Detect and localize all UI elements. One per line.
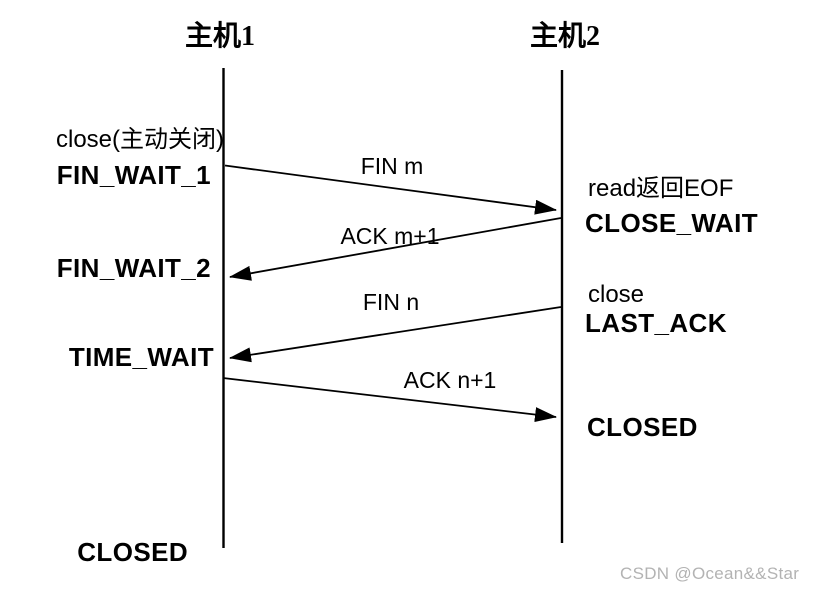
host2-state-close-wait: CLOSE_WAIT bbox=[585, 208, 759, 238]
host2-read-eof-action: read返回EOF bbox=[588, 175, 734, 202]
host1-close-action: close(主动关闭) bbox=[55, 126, 224, 153]
host1-title: 主机1 bbox=[184, 21, 256, 52]
message-label-ack-m-plus-1: ACK m+1 bbox=[340, 222, 440, 249]
host1-state-fin-wait-1: FIN_WAIT_1 bbox=[56, 160, 211, 190]
fin-n-arrow bbox=[229, 306, 562, 363]
host2-title: 主机2 bbox=[529, 21, 601, 52]
message-label-fin-n: FIN n bbox=[362, 288, 420, 315]
csdn-watermark: CSDN @Ocean&&Star bbox=[620, 564, 800, 583]
ack-n-plus-1-arrow bbox=[222, 377, 557, 423]
host1-state-fin-wait-2: FIN_WAIT_2 bbox=[56, 253, 211, 283]
ack-m-plus-1-arrow bbox=[229, 217, 562, 281]
message-label-ack-n-plus-1: ACK n+1 bbox=[403, 366, 497, 393]
host2-close-action: close bbox=[588, 281, 645, 308]
host2-state-last-ack: LAST_ACK bbox=[585, 308, 727, 338]
host1-state-time-wait: TIME_WAIT bbox=[68, 342, 214, 372]
host1-state-closed: CLOSED bbox=[77, 537, 188, 567]
host2-state-closed: CLOSED bbox=[587, 412, 698, 442]
fin-m-arrow bbox=[224, 164, 557, 215]
message-label-fin-m: FIN m bbox=[360, 152, 424, 179]
